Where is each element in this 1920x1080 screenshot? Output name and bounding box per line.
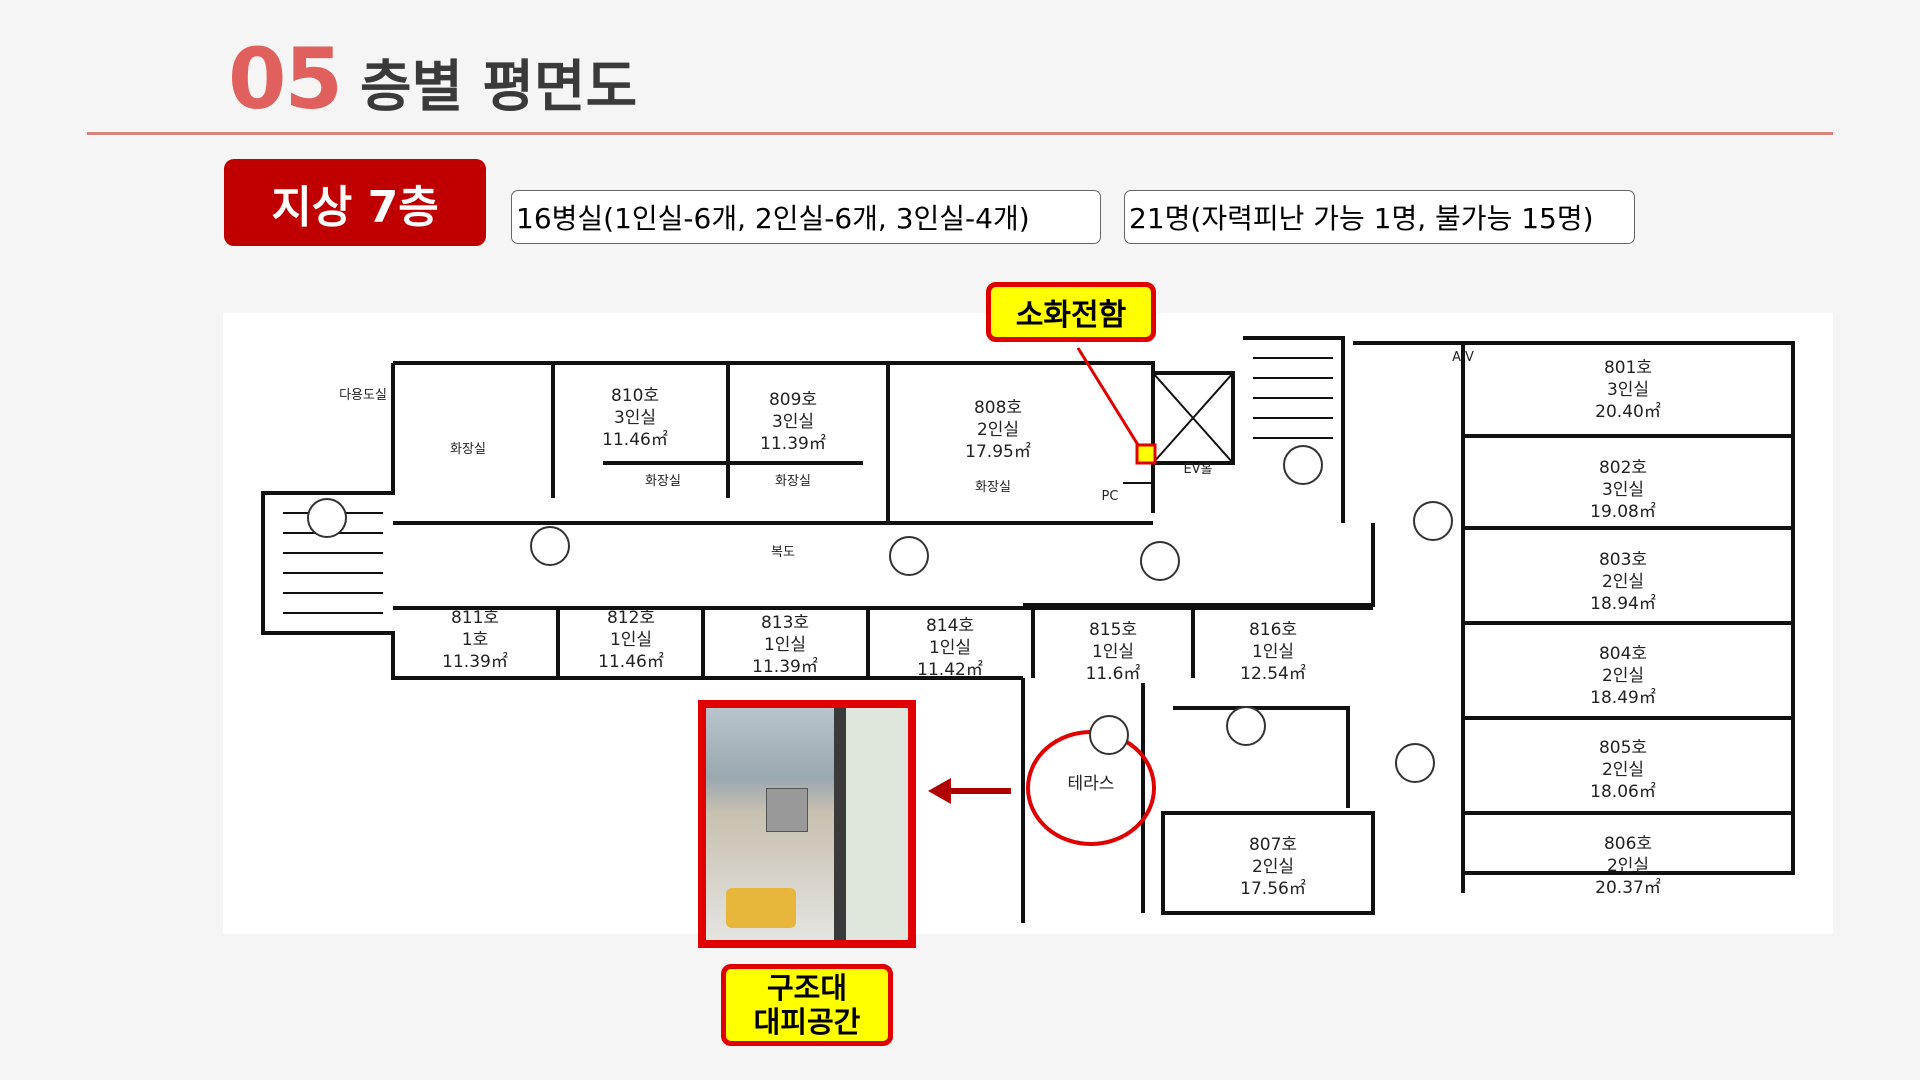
extinguisher-icon: [1226, 706, 1266, 746]
fire-hydrant-callout: 소화전함: [986, 282, 1156, 342]
room-812-no: 812호: [607, 608, 655, 628]
extinguisher-icon: [307, 498, 347, 538]
room-810-type: 3인실: [614, 408, 656, 428]
room-815-area: 11.6㎡: [1086, 664, 1141, 684]
room-802-no: 802호: [1599, 458, 1647, 478]
occupant-count-box: 21명(자력피난 가능 1명, 불가능 15명): [1124, 190, 1635, 244]
header-divider: [87, 132, 1833, 135]
room-806-area: 20.37㎡: [1595, 878, 1661, 898]
room-808-type: 2인실: [977, 420, 1019, 440]
extinguisher-icon: [889, 536, 929, 576]
room-810-area: 11.46㎡: [602, 430, 668, 450]
floor-badge: 지상 7층: [224, 159, 486, 246]
extinguisher-icon: [1395, 743, 1435, 783]
room-805-no: 805호: [1599, 738, 1647, 758]
room-807-no: 807호: [1249, 835, 1297, 855]
evac-label-line1: 구조대: [766, 971, 848, 1005]
extinguisher-icon: [530, 526, 570, 566]
room-810-no: 810호: [611, 386, 659, 406]
terrace-label: 테라스: [1068, 774, 1115, 794]
toilet-label-3: 화장실: [775, 474, 811, 489]
toilet-label-2: 화장실: [645, 474, 681, 489]
room-807-area: 17.56㎡: [1240, 879, 1306, 899]
page-title: 층별 평면도: [360, 55, 638, 120]
room-802-area: 19.08㎡: [1590, 502, 1656, 522]
room-805-area: 18.06㎡: [1590, 782, 1656, 802]
room-812-area: 11.46㎡: [598, 652, 664, 672]
room-801-type: 3인실: [1607, 380, 1649, 400]
room-811-area: 11.39㎡: [442, 652, 508, 672]
room-804-no: 804호: [1599, 644, 1647, 664]
room-811-no: 811호: [451, 608, 499, 628]
evac-label-line2: 대피공간: [753, 1005, 861, 1039]
room-812-type: 1인실: [610, 630, 652, 650]
floor-plan: 810호 3인실 11.46㎡ 809호 3인실 11.39㎡ 808호 2인실…: [223, 313, 1833, 934]
room-804-type: 2인실: [1602, 666, 1644, 686]
room-805-type: 2인실: [1602, 760, 1644, 780]
room-804-area: 18.49㎡: [1590, 688, 1656, 708]
corridor-label: 복도: [771, 545, 795, 560]
toilet-label-4: 화장실: [975, 480, 1011, 495]
room-816-area: 12.54㎡: [1240, 664, 1306, 684]
room-809-no: 809호: [769, 390, 817, 410]
pc-label: PC: [1102, 489, 1119, 504]
extinguisher-icon: [1413, 501, 1453, 541]
room-801-no: 801호: [1604, 358, 1652, 378]
room-815-no: 815호: [1089, 620, 1137, 640]
room-803-no: 803호: [1599, 550, 1647, 570]
room-807-type: 2인실: [1252, 857, 1294, 877]
room-814-area: 11.42㎡: [917, 660, 983, 680]
room-811-type: 1호: [462, 630, 488, 650]
extinguisher-icon: [1283, 445, 1323, 485]
room-813-type: 1인실: [764, 635, 806, 655]
room-813-no: 813호: [761, 613, 809, 633]
room-802-type: 3인실: [1602, 480, 1644, 500]
evacuation-space-callout: 구조대 대피공간: [721, 964, 893, 1046]
extinguisher-icon: [1140, 541, 1180, 581]
room-814-type: 1인실: [929, 638, 971, 658]
room-813-area: 11.39㎡: [752, 657, 818, 677]
room-count-box: 16병실(1인실-6개, 2인실-6개, 3인실-4개): [511, 190, 1101, 244]
floor-plan-drawing: 810호 3인실 11.46㎡ 809호 3인실 11.39㎡ 808호 2인실…: [261, 336, 1795, 923]
service-room-label: 다용도실: [339, 388, 387, 403]
hydrant-marker-icon: [1135, 443, 1157, 465]
room-808-area: 17.95㎡: [965, 442, 1031, 462]
evacuation-space-photo: [698, 700, 916, 948]
extinguisher-icon: [1089, 715, 1129, 755]
room-809-type: 3인실: [772, 412, 814, 432]
room-806-no: 806호: [1604, 834, 1652, 854]
room-803-area: 18.94㎡: [1590, 594, 1656, 614]
av-label: A.V: [1452, 350, 1474, 365]
room-801-area: 20.40㎡: [1595, 402, 1661, 422]
hydrant-leader-line: [1076, 347, 1145, 454]
room-809-area: 11.39㎡: [760, 434, 826, 454]
arrow-head-icon: [928, 778, 951, 804]
room-806-type: 2인실: [1607, 856, 1649, 876]
toilet-label-1: 화장실: [450, 442, 486, 457]
room-803-type: 2인실: [1602, 572, 1644, 592]
room-815-type: 1인실: [1092, 642, 1134, 662]
room-816-type: 1인실: [1252, 642, 1294, 662]
room-808-no: 808호: [974, 398, 1022, 418]
section-number: 05: [228, 30, 343, 128]
room-816-no: 816호: [1249, 620, 1297, 640]
room-814-no: 814호: [926, 616, 974, 636]
ev-hall-label: EV홀: [1183, 462, 1212, 477]
